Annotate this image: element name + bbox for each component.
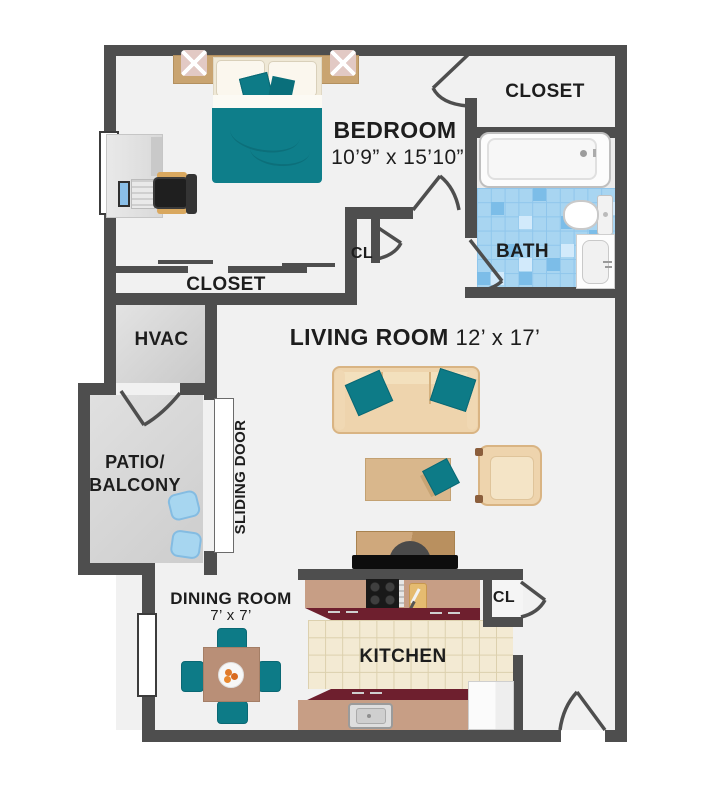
bathtub-basin bbox=[487, 138, 597, 180]
kitchen-sink-basin bbox=[356, 708, 386, 724]
kitchen-sink-drain bbox=[367, 714, 371, 718]
office-chair-back bbox=[186, 174, 197, 214]
bathtub-faucet bbox=[593, 149, 596, 157]
sofa-armrest bbox=[335, 370, 345, 430]
bath-label: BATH bbox=[496, 241, 549, 262]
armchair bbox=[478, 445, 542, 506]
bed-sheet-band bbox=[213, 95, 322, 109]
wall-kitchen-top bbox=[298, 569, 523, 580]
wall-bottom-left bbox=[142, 730, 561, 742]
closet-bypass-panel bbox=[228, 266, 307, 273]
sofa-seam bbox=[429, 372, 431, 404]
vanity-faucet bbox=[603, 261, 612, 263]
kitchen-closet-label: CL bbox=[492, 589, 516, 606]
bed-duvet bbox=[212, 108, 322, 183]
patio-label-line2: BALCONY bbox=[89, 475, 181, 495]
bath-tile-light-accents bbox=[519, 258, 532, 271]
wall-hall-left bbox=[345, 207, 357, 305]
laptop-screen bbox=[118, 181, 130, 207]
sink-vanity bbox=[576, 234, 615, 289]
vanity-faucet bbox=[605, 266, 612, 268]
dinner-plate bbox=[218, 662, 244, 688]
wall-hall-top bbox=[345, 207, 413, 219]
bedroom-label: BEDROOM bbox=[333, 117, 457, 143]
patio-label: PATIO/ BALCONY bbox=[85, 451, 185, 497]
wall-patio-left bbox=[78, 383, 90, 575]
living-room-name: LIVING ROOM bbox=[289, 324, 449, 350]
kitchen-tile-floor bbox=[308, 620, 513, 689]
cabinet-handle bbox=[430, 612, 442, 614]
wall-bath-bottom bbox=[465, 287, 627, 298]
cabinet-handle bbox=[328, 611, 340, 613]
closet-bypass-bar bbox=[158, 260, 213, 264]
dining-room-label: DINING ROOM bbox=[170, 589, 292, 608]
kitchen-sink bbox=[348, 703, 393, 729]
sofa-armrest bbox=[467, 370, 477, 430]
wall-patio-bottom bbox=[78, 563, 155, 575]
armchair-leg bbox=[475, 495, 483, 503]
closet-bypass-bar bbox=[282, 263, 335, 267]
office-chair-armrest bbox=[157, 207, 187, 214]
hvac-floor bbox=[116, 305, 205, 383]
wall-left-upper bbox=[104, 45, 116, 395]
armchair-leg bbox=[475, 448, 483, 456]
wall-top-outer bbox=[104, 45, 627, 56]
dining-chair bbox=[217, 701, 248, 724]
patio-label-line1: PATIO/ bbox=[105, 452, 165, 472]
patio-chair bbox=[169, 529, 203, 560]
laptop-keyboard bbox=[131, 179, 155, 209]
nightstand-lamp bbox=[181, 50, 207, 76]
wall-kitchen-closet-left bbox=[483, 580, 492, 627]
sliding-door-panel bbox=[214, 398, 234, 553]
nightstand-lamp bbox=[330, 50, 356, 76]
wall-closet-bottom bbox=[104, 293, 357, 305]
bathtub-drain bbox=[580, 150, 587, 157]
cabinet-handle bbox=[352, 692, 364, 694]
bedroom-closet-label: CLOSET bbox=[186, 274, 266, 295]
dining-chair bbox=[258, 661, 281, 692]
office-chair-seat bbox=[153, 177, 189, 209]
kitchen-label: KITCHEN bbox=[359, 646, 447, 667]
wall-kitchen-closet-bottom bbox=[483, 617, 523, 627]
dining-window bbox=[137, 613, 157, 697]
fridge bbox=[468, 681, 514, 730]
office-chair-armrest bbox=[157, 172, 187, 179]
kitchen-closet-floor bbox=[492, 580, 523, 617]
wall-bottom-right bbox=[605, 730, 627, 742]
tv-screen bbox=[352, 555, 458, 569]
dining-chair bbox=[181, 661, 204, 692]
plate-food bbox=[225, 669, 232, 676]
wall-patio-right-bottom bbox=[204, 551, 217, 575]
dining-room-dims: 7’ x 7’ bbox=[210, 607, 252, 624]
armchair-seat bbox=[490, 456, 534, 500]
duvet-fold-line bbox=[248, 131, 312, 169]
living-room-dims: 12’ x 17’ bbox=[455, 325, 541, 350]
kitchen-bottom-cabinet-front bbox=[305, 689, 480, 701]
toilet-flush-button bbox=[603, 212, 608, 217]
wall-kitchen-right bbox=[513, 655, 523, 742]
bedroom-dims: 10’9” x 15’10” bbox=[331, 146, 464, 169]
living-room-label: LIVING ROOM 12’ x 17’ bbox=[289, 324, 541, 351]
wall-hvac-right bbox=[205, 295, 217, 395]
wall-right-outer bbox=[615, 45, 627, 742]
stove-control-strip bbox=[399, 580, 404, 607]
toilet-bowl bbox=[563, 200, 599, 230]
stove-cooktop bbox=[366, 579, 399, 608]
closet-top-label: CLOSET bbox=[505, 81, 585, 102]
desk-drawer bbox=[151, 137, 162, 176]
sliding-door-label: SLIDING DOOR bbox=[232, 419, 249, 535]
bathtub bbox=[479, 132, 611, 188]
bath-tile-dark-accents bbox=[491, 202, 504, 215]
hvac-label: HVAC bbox=[134, 329, 189, 350]
kitchen-top-cabinet-front bbox=[305, 608, 480, 620]
closet-bypass-panel bbox=[113, 266, 188, 273]
hall-closet-label: CL bbox=[350, 245, 374, 262]
wall-hall-closet-stub bbox=[371, 217, 380, 263]
